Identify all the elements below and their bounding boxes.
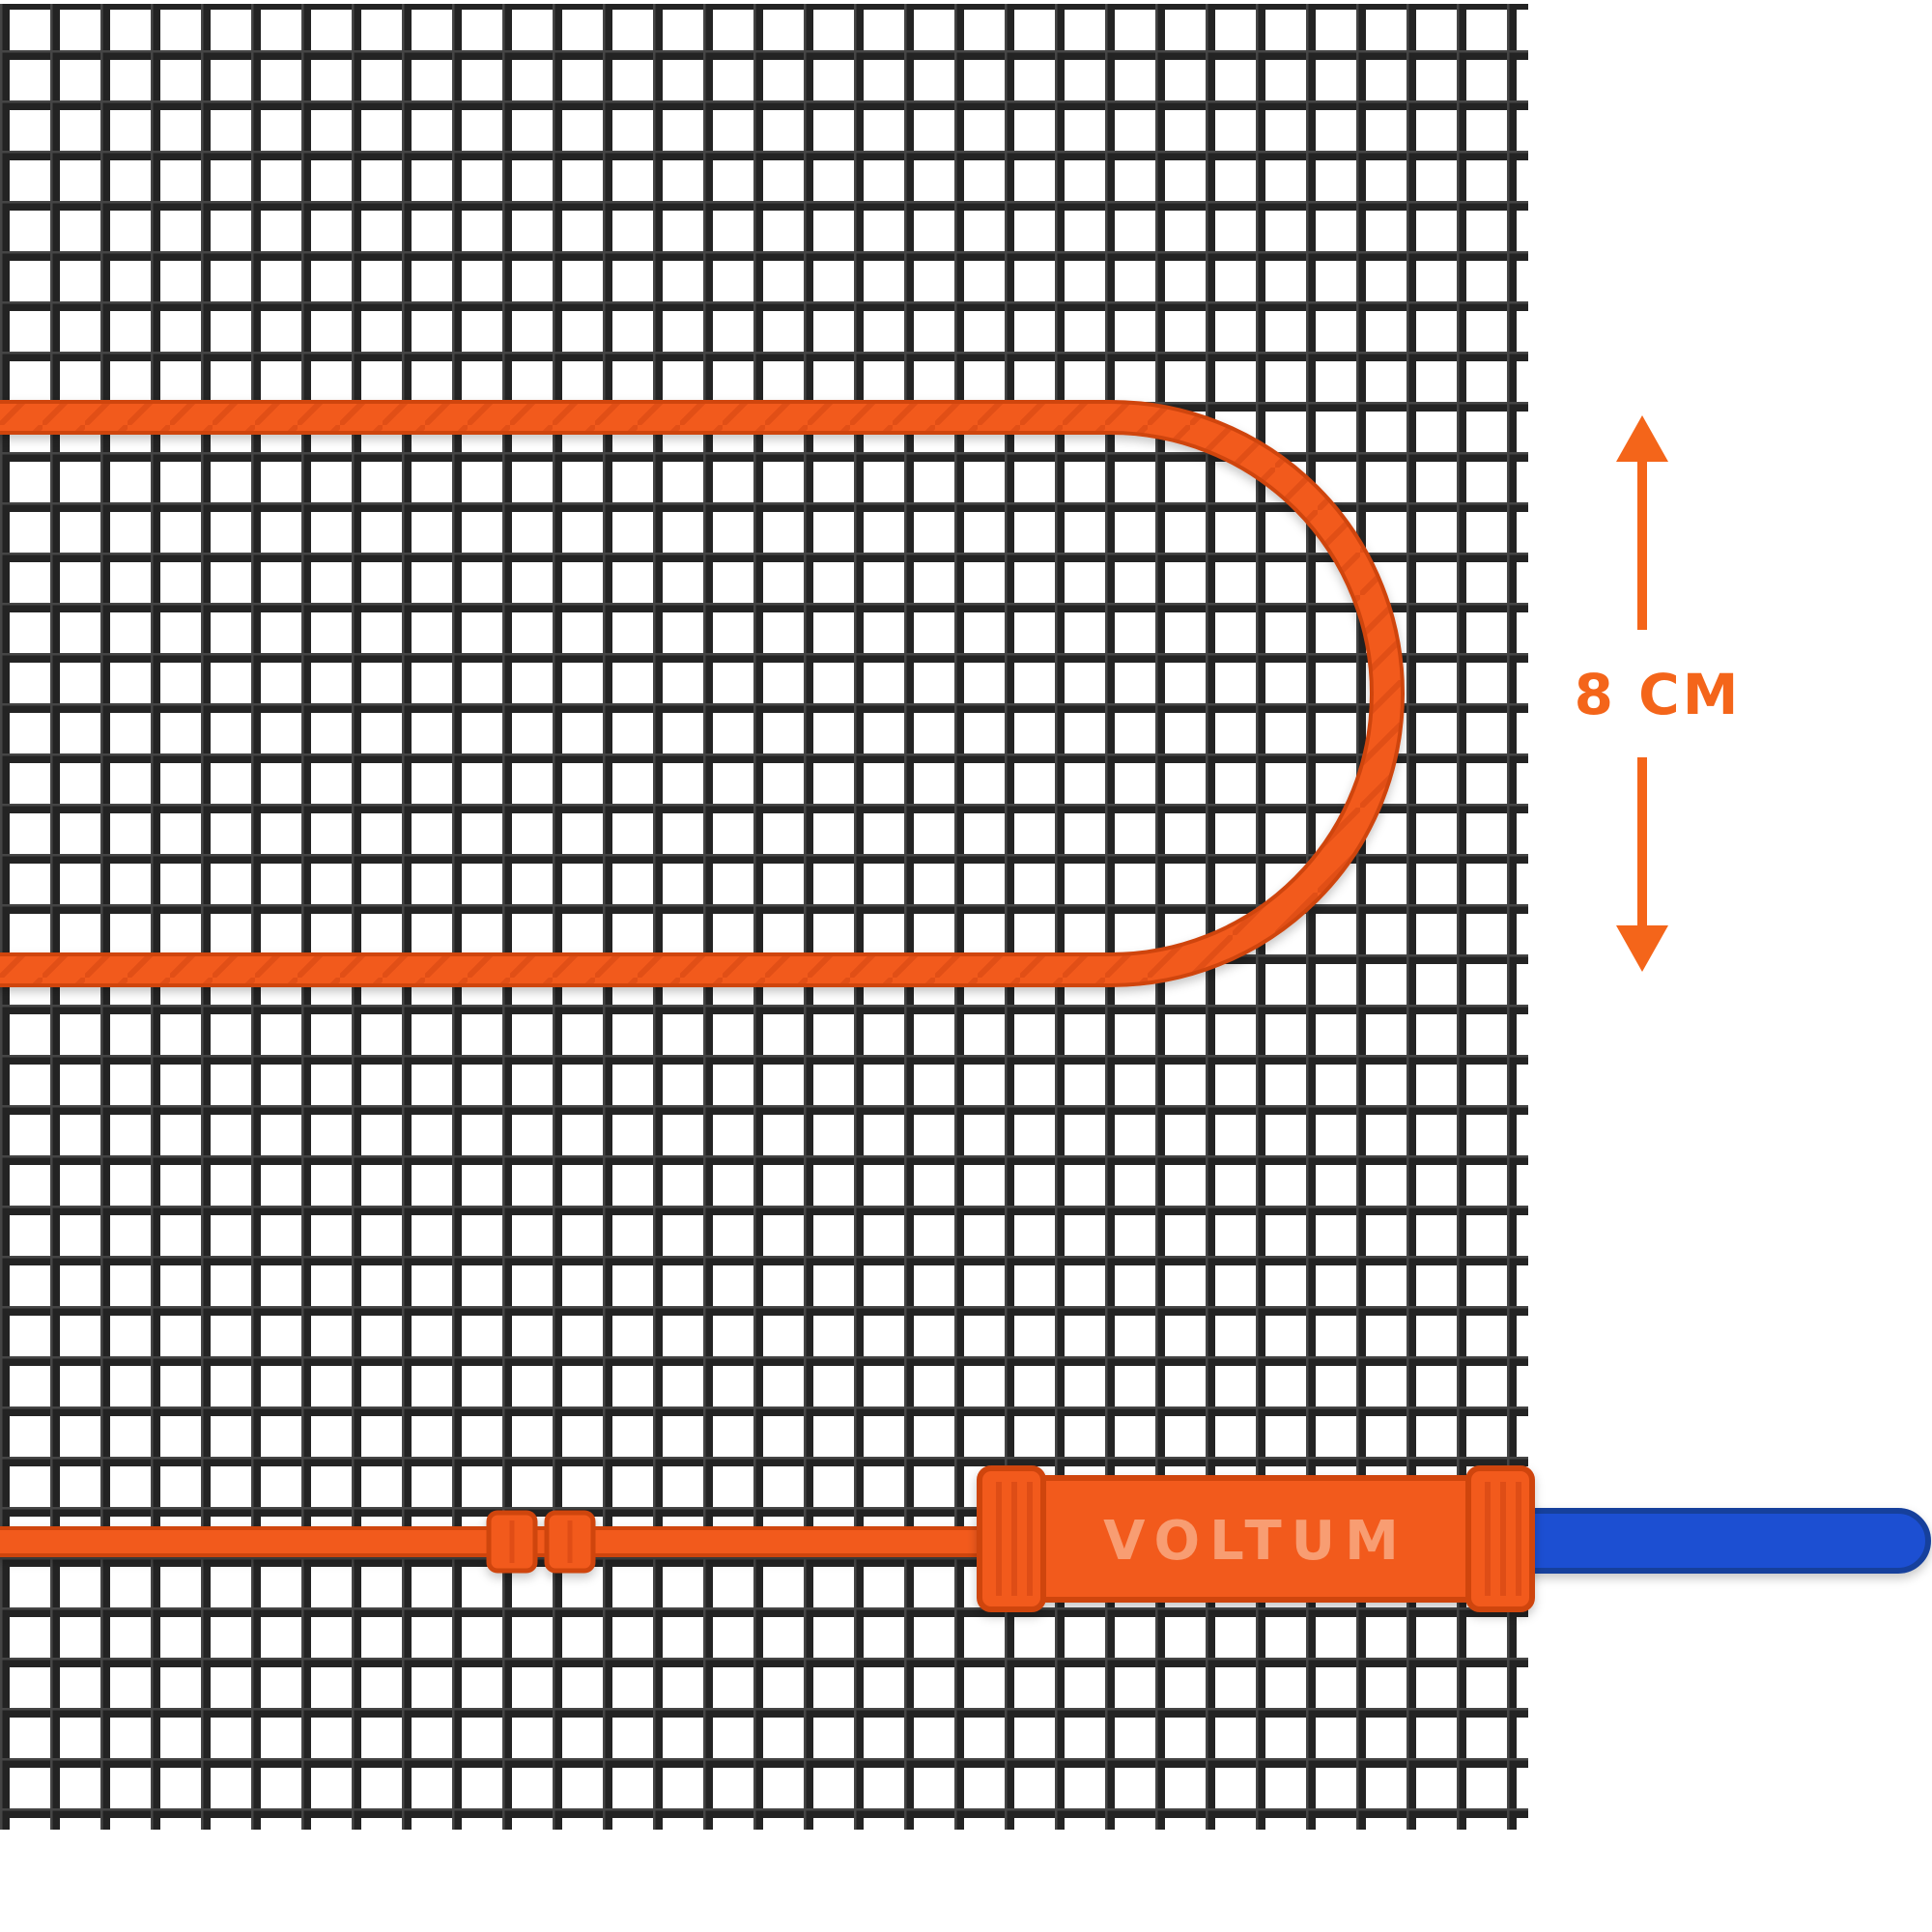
arrow-up-icon bbox=[1616, 415, 1668, 462]
dimension-label: 8 CM bbox=[1575, 662, 1742, 727]
cold-lead-assembly bbox=[0, 1510, 1063, 1574]
arrow-down-icon bbox=[1616, 925, 1668, 972]
dimension-annotation: 8 CM bbox=[1575, 415, 1742, 972]
power-lead bbox=[1494, 1508, 1931, 1574]
connector-brand-label: VOLTUM bbox=[1103, 1510, 1408, 1573]
voltum-connector: VOLTUM bbox=[977, 1465, 1535, 1612]
blue-power-cable bbox=[1494, 1508, 1931, 1574]
heating-cable-braided-core bbox=[0, 404, 1401, 983]
heating-cable bbox=[0, 400, 1405, 987]
